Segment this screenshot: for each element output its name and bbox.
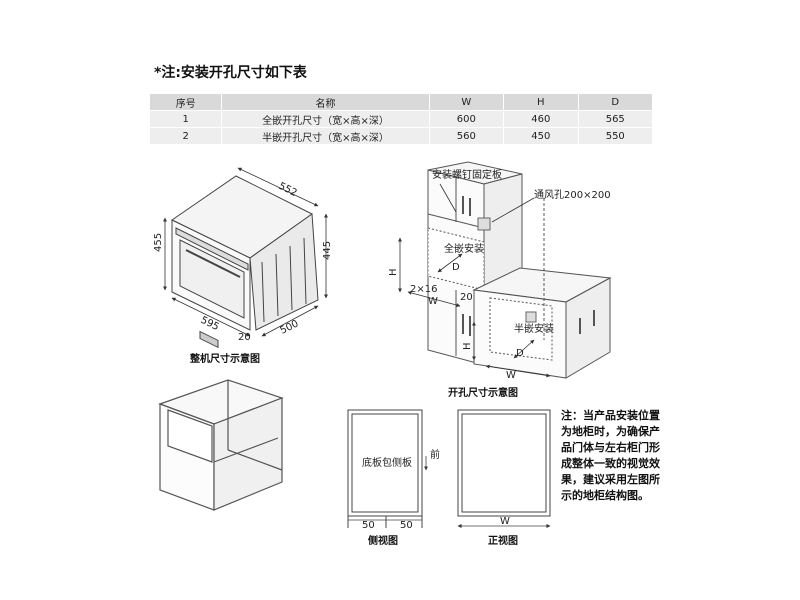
cell: 565: [577, 110, 652, 128]
side-view-dim-a: 50: [362, 520, 375, 531]
oven-dim-front: 595: [199, 315, 221, 333]
dim-20: 20: [460, 292, 473, 303]
side-view-label: 底板包侧板: [362, 456, 412, 469]
oven-caption: 整机尺寸示意图: [189, 352, 260, 365]
oven-dim-top: 552: [277, 181, 299, 199]
oven-dim-depth: 500: [278, 318, 300, 336]
oven-dim-small: 20: [238, 332, 251, 343]
front-view-dim-w: W: [500, 516, 510, 527]
cell: 560: [428, 127, 504, 144]
cell: 450: [503, 127, 578, 144]
header-h: H: [503, 94, 578, 111]
label-half-embed: 半嵌安装: [514, 322, 554, 335]
side-view-dim-b: 50: [400, 520, 413, 531]
dim-h-half: H: [462, 342, 473, 350]
cutout-caption: 开孔尺寸示意图: [448, 386, 518, 399]
open-cabinet-frame: [158, 379, 284, 511]
side-view-front: 前: [430, 448, 440, 461]
cell: 550: [577, 127, 652, 144]
header-index: 序号: [150, 94, 222, 111]
cutout-dimensions: [398, 183, 551, 378]
cell: 全嵌开孔尺寸（宽×高×深）: [221, 110, 430, 128]
dim-d-full: D: [452, 262, 460, 273]
table-header-row: 序号 名称 W H D: [150, 94, 652, 111]
table-row: 2 半嵌开孔尺寸（宽×高×深） 560 450 550: [150, 127, 652, 144]
front-view-drawing: [457, 409, 551, 528]
dim-h-full: H: [388, 268, 399, 276]
cell: 460: [503, 110, 578, 128]
label-screw-board: 安装螺钉固定板: [432, 168, 502, 181]
oven-dim-right: 445: [322, 241, 333, 260]
base-cabinet-drawing: [472, 267, 612, 379]
install-note-text: 注：当产品安装位置为地柜时，为确保产品门体与左右柜门形成整体一致的视觉效果，建议…: [561, 409, 660, 502]
cell: 半嵌开孔尺寸（宽×高×深）: [221, 127, 430, 144]
oven-dim-left: 455: [153, 233, 164, 252]
header-w: W: [428, 94, 504, 111]
header-d: D: [577, 94, 652, 111]
side-view-drawing: [347, 409, 428, 528]
header-name: 名称: [221, 94, 430, 111]
label-full-embed: 全嵌安装: [444, 242, 484, 255]
oven-dimensions: [163, 167, 328, 337]
label-vent-hole: 通风孔200×200: [534, 189, 611, 201]
front-view-caption: 正视图: [488, 534, 518, 547]
side-view-caption: 侧视图: [368, 534, 398, 547]
dim-w-half: W: [506, 370, 516, 381]
cell: 600: [428, 110, 504, 128]
cutout-size-table: 序号 名称 W H D 1 全嵌开孔尺寸（宽×高×深） 600 460 565 …: [150, 94, 652, 144]
dim-w-full: W: [428, 296, 438, 307]
install-note-title: *注:安装开孔尺寸如下表: [154, 65, 307, 81]
cell: 2: [150, 127, 222, 144]
dim-d-half: D: [516, 348, 524, 359]
table-row: 1 全嵌开孔尺寸（宽×高×深） 600 460 565: [150, 110, 652, 128]
dim-screw: 2×16: [410, 284, 437, 295]
cell: 1: [150, 110, 222, 128]
